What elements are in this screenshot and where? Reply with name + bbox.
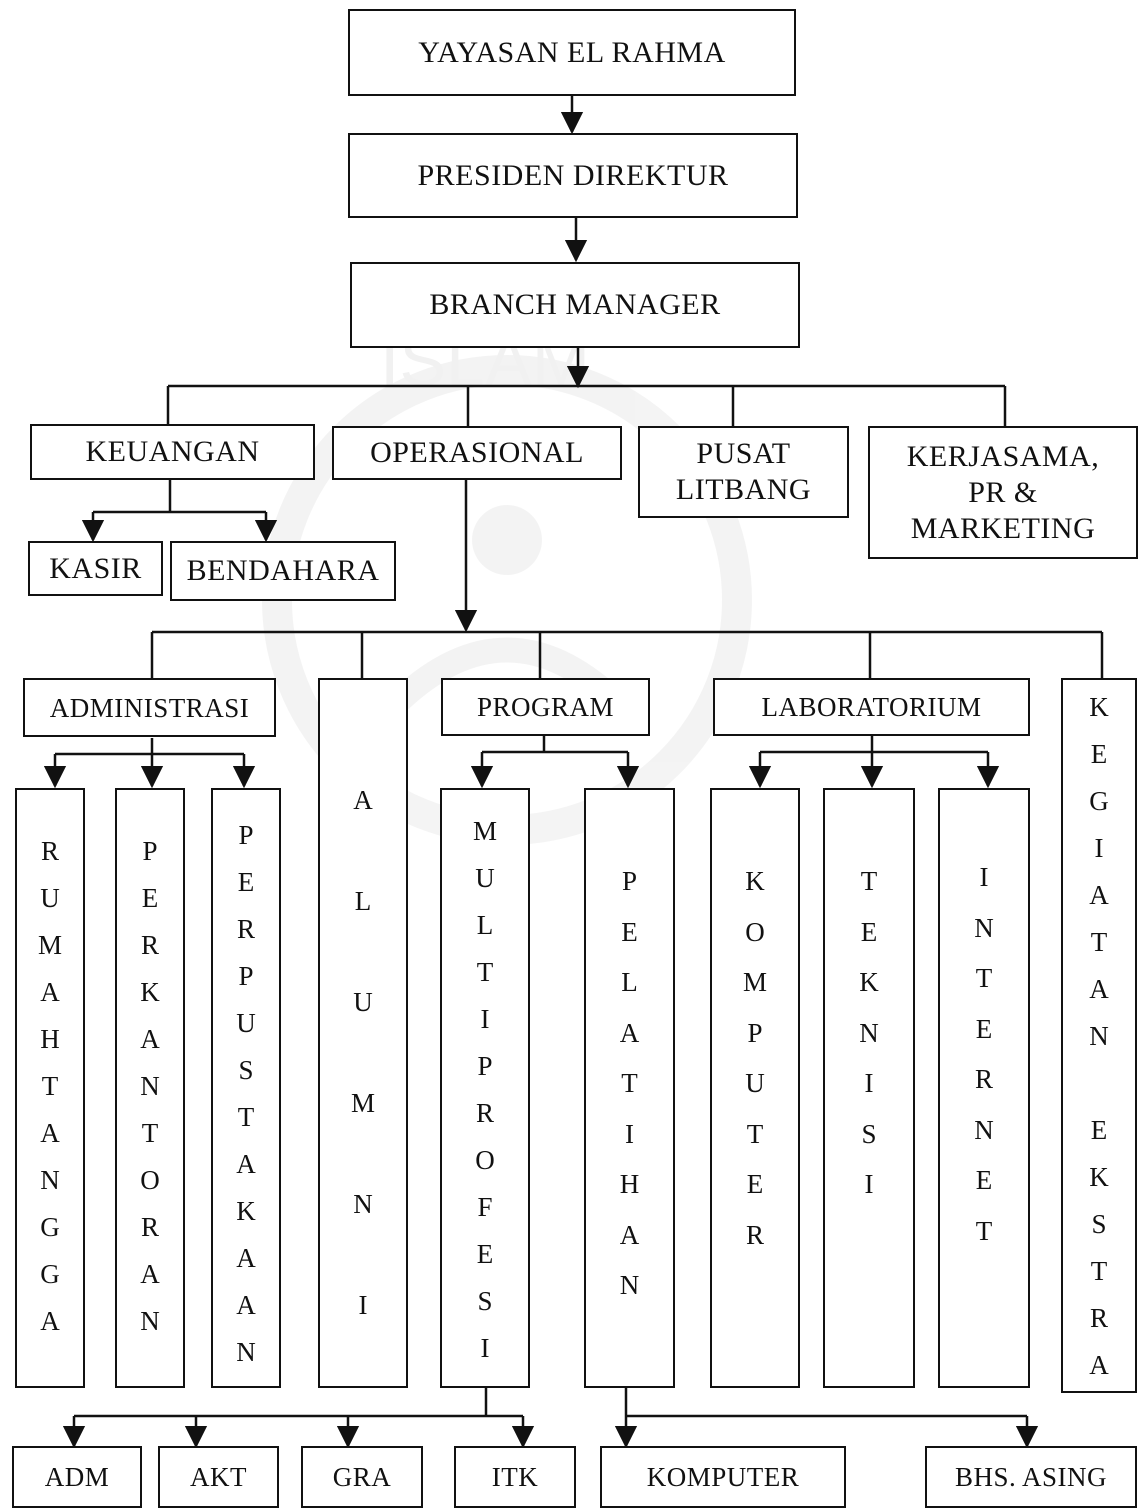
bhs-asing-box: BHS. ASING bbox=[925, 1446, 1137, 1508]
program-label: PROGRAM bbox=[476, 692, 615, 722]
keuangan-label: KEUANGAN bbox=[85, 435, 260, 468]
itk-box: ITK bbox=[454, 1446, 576, 1508]
yayasan-label: YAYASAN EL RAHMA bbox=[418, 35, 726, 69]
pusat-litbang-box: PUSAT LITBANG bbox=[638, 426, 849, 518]
presiden-box: PRESIDEN DIREKTUR bbox=[348, 133, 798, 218]
komputer-course-box: KOMPUTER bbox=[600, 1446, 846, 1508]
akt-box: AKT bbox=[158, 1446, 279, 1508]
administrasi-label: ADMINISTRASI bbox=[49, 692, 250, 723]
bendahara-box: BENDAHARA bbox=[170, 541, 396, 601]
keuangan-box: KEUANGAN bbox=[30, 424, 315, 480]
gra-label: GRA bbox=[332, 1462, 392, 1492]
laboratorium-label: LABORATORIUM bbox=[761, 692, 982, 722]
itk-label: ITK bbox=[491, 1462, 539, 1492]
kasir-box: KASIR bbox=[28, 541, 163, 596]
adm-box: ADM bbox=[12, 1446, 142, 1508]
adm-label: ADM bbox=[44, 1462, 110, 1492]
program-box: PROGRAM bbox=[441, 678, 650, 736]
pusat-litbang-label: PUSAT LITBANG bbox=[675, 437, 812, 506]
bhs-asing-label: BHS. ASING bbox=[954, 1462, 1108, 1492]
operasional-label: OPERASIONAL bbox=[370, 436, 584, 469]
kerjasama-box: KERJASAMA, PR & MARKETING bbox=[868, 426, 1138, 559]
laboratorium-box: LABORATORIUM bbox=[713, 678, 1030, 736]
komputer-course-label: KOMPUTER bbox=[646, 1462, 800, 1492]
yayasan-box: YAYASAN EL RAHMA bbox=[348, 9, 796, 96]
kerjasama-label: KERJASAMA, PR & MARKETING bbox=[906, 439, 1100, 545]
kasir-label: KASIR bbox=[49, 551, 142, 585]
branch-manager-label: BRANCH MANAGER bbox=[429, 288, 721, 321]
gra-box: GRA bbox=[301, 1446, 423, 1508]
presiden-label: PRESIDEN DIREKTUR bbox=[417, 158, 729, 192]
administrasi-box: ADMINISTRASI bbox=[23, 678, 276, 737]
bendahara-label: BENDAHARA bbox=[186, 554, 380, 587]
operasional-box: OPERASIONAL bbox=[332, 426, 622, 480]
akt-label: AKT bbox=[190, 1462, 247, 1492]
branch-manager-box: BRANCH MANAGER bbox=[350, 262, 800, 348]
